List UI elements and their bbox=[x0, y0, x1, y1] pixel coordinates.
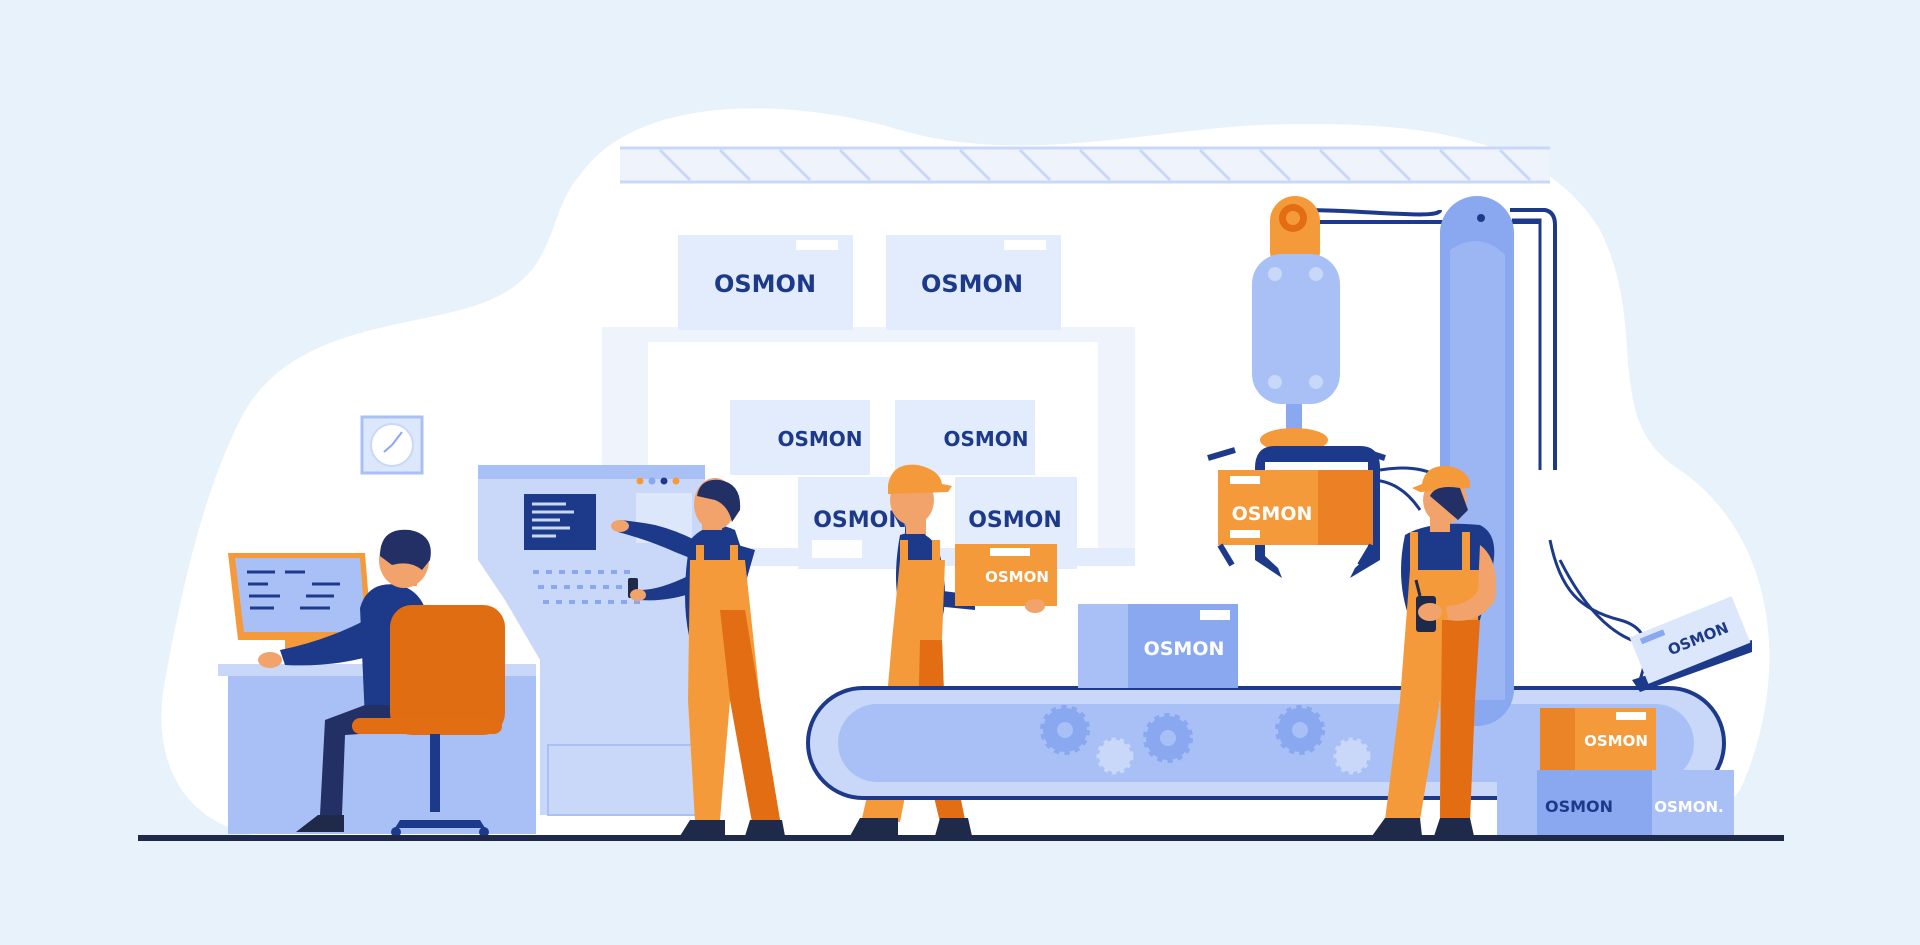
box-label: OSMON. bbox=[1654, 798, 1724, 816]
indicator-light bbox=[660, 477, 668, 485]
office-chair bbox=[352, 605, 505, 837]
indicator-light bbox=[648, 477, 656, 485]
box-middle-right: OSMON bbox=[895, 400, 1035, 475]
box-on-conveyor: OSMON bbox=[1078, 604, 1238, 688]
stacked-box-left: OSMON bbox=[1497, 770, 1622, 835]
box-in-gripper: OSMON bbox=[1218, 470, 1373, 545]
carrying-hand bbox=[1025, 599, 1045, 613]
panel-screen bbox=[524, 494, 596, 550]
box-label: OSMON bbox=[1144, 638, 1225, 660]
box-label: OSMON bbox=[714, 270, 816, 298]
indicator-light bbox=[636, 477, 644, 485]
box-label: OSMON bbox=[813, 508, 907, 533]
worker-right bbox=[1372, 465, 1496, 836]
worker-operator bbox=[611, 478, 785, 836]
box-top-right: OSMON bbox=[886, 235, 1061, 330]
ceiling-rail bbox=[620, 146, 1550, 184]
box-label: OSMON bbox=[943, 427, 1028, 451]
box-on-ramp: OSMON bbox=[1629, 596, 1751, 684]
box-label: OSMON bbox=[777, 427, 862, 451]
box-middle-left: OSMON bbox=[730, 400, 870, 475]
box-label: OSMON bbox=[968, 508, 1062, 533]
carried-box: OSMON bbox=[955, 544, 1057, 606]
stacked-box-orange: OSMON bbox=[1540, 708, 1656, 770]
gripper-claw-top bbox=[1207, 447, 1386, 461]
box-label: OSMON bbox=[1232, 503, 1313, 525]
wall-clock bbox=[360, 415, 424, 475]
box-label: OSMON bbox=[1584, 732, 1648, 750]
control-panel bbox=[478, 465, 705, 816]
box-label: OSMON bbox=[1545, 797, 1613, 816]
computer-monitor bbox=[228, 553, 372, 664]
indicator-light bbox=[672, 477, 680, 485]
stacked-box-right: OSMON. bbox=[1622, 770, 1734, 835]
box-label: OSMON bbox=[985, 568, 1049, 586]
gripper-claw-bottom bbox=[1217, 543, 1375, 567]
box-top-left: OSMON bbox=[678, 235, 853, 330]
box-label: OSMON bbox=[921, 270, 1023, 298]
